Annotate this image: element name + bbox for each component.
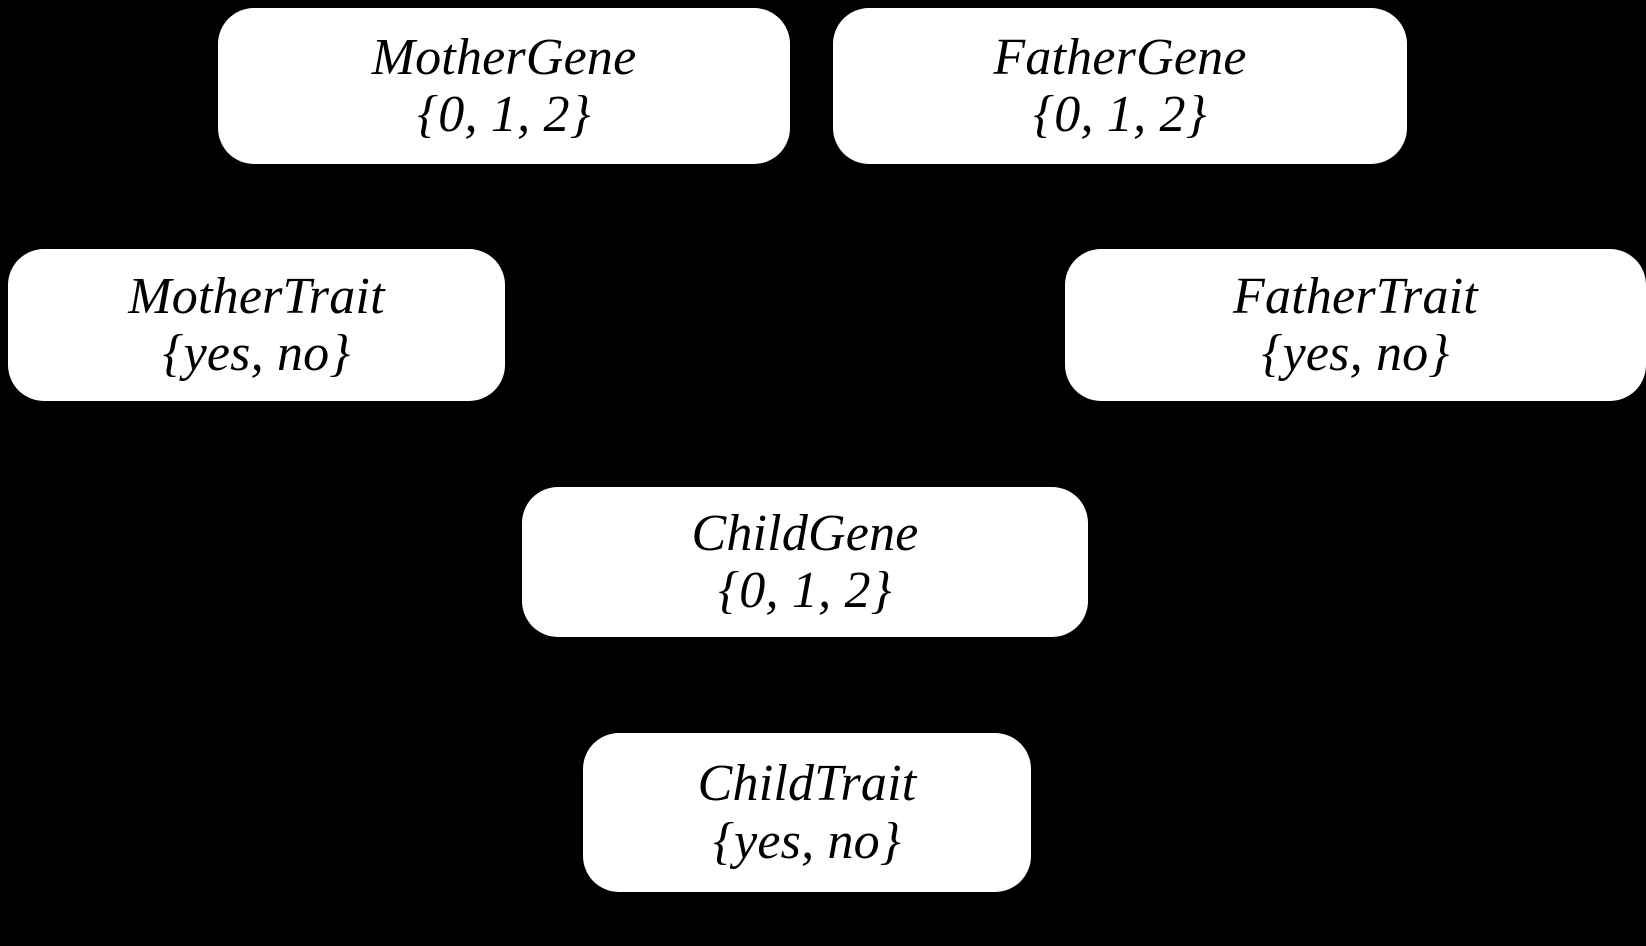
- node-father-gene-domain: {0, 1, 2}: [1033, 86, 1207, 143]
- node-child-trait-label: ChildTrait: [697, 755, 917, 813]
- node-father-gene[interactable]: FatherGene {0, 1, 2}: [833, 8, 1407, 164]
- node-child-trait-domain: {yes, no}: [713, 812, 901, 870]
- node-father-trait-domain: {yes, no}: [1261, 325, 1450, 382]
- node-father-trait-label: FatherTrait: [1233, 267, 1478, 325]
- node-mother-trait-domain: {yes, no}: [162, 325, 351, 382]
- node-child-gene-domain: {0, 1, 2}: [718, 562, 892, 619]
- node-mother-gene-label: MotherGene: [371, 28, 637, 86]
- node-child-gene-label: ChildGene: [691, 504, 919, 562]
- node-child-trait[interactable]: ChildTrait {yes, no}: [583, 733, 1031, 892]
- node-mother-trait-label: MotherTrait: [128, 267, 385, 325]
- node-mother-gene-domain: {0, 1, 2}: [417, 86, 591, 143]
- node-mother-trait[interactable]: MotherTrait {yes, no}: [8, 249, 505, 401]
- node-child-gene[interactable]: ChildGene {0, 1, 2}: [522, 487, 1088, 637]
- node-mother-gene[interactable]: MotherGene {0, 1, 2}: [218, 8, 790, 164]
- node-father-trait[interactable]: FatherTrait {yes, no}: [1065, 249, 1646, 401]
- node-father-gene-label: FatherGene: [993, 28, 1247, 86]
